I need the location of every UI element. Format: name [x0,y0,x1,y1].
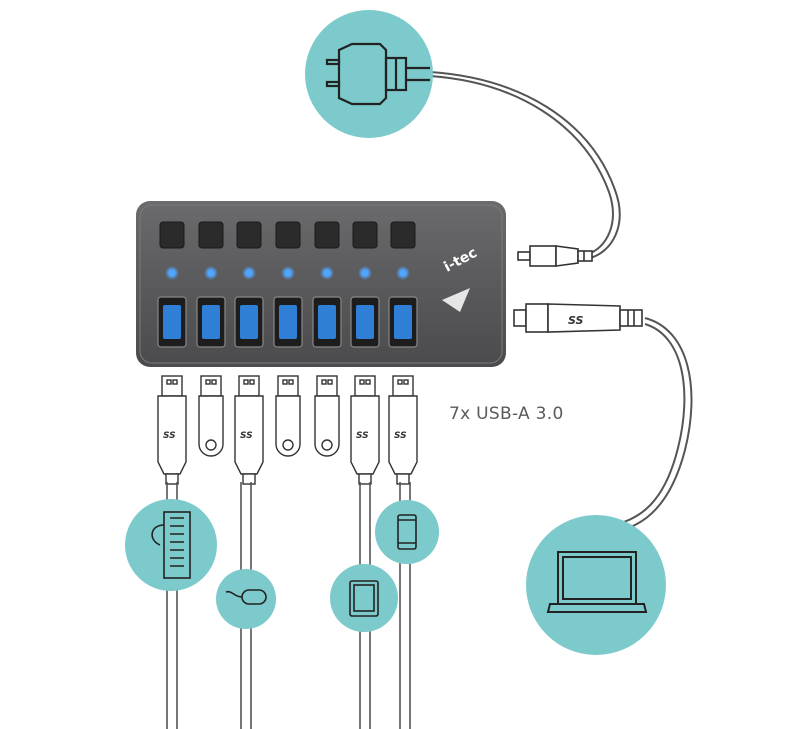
ss-logo-6: SS [356,431,369,441]
port-switch-button-2[interactable] [198,221,224,249]
i-tec-logo-swoosh [442,288,470,312]
port-count-caption: 7x USB-A 3.0 [449,404,564,424]
port-switch-buttons [159,221,416,249]
usb-a-plug-3: SS [234,375,264,485]
ss-logo-1: SS [163,431,176,441]
ss-logo-7: SS [394,431,407,441]
laptop-circle [526,515,666,655]
port-led-core-2 [208,270,214,276]
port-switch-button-1[interactable] [159,221,185,249]
usb-a-port-tongue-4 [279,305,297,339]
dust-cap-4 [275,375,301,457]
dust-cap-2 [198,375,224,457]
port-led-core-5 [324,270,330,276]
port-leds [165,266,410,280]
usb-a-port-tongue-5 [318,305,336,339]
port-led-core-4 [285,270,291,276]
phone-circle [375,500,439,564]
dust-cap-5 [314,375,340,457]
mouse-icon [225,589,267,605]
port-led-core-7 [400,270,406,276]
usb-a-port-tongue-7 [394,305,412,339]
usb-a-port-tongue-2 [202,305,220,339]
tablet-icon [349,580,379,617]
phone-icon [397,514,417,550]
usb-b-connector-icon [513,303,643,333]
usb-hub: i-tec [136,201,506,367]
port-led-core-1 [169,270,175,276]
keyboard-icon [151,511,191,579]
usb-a-plug-1: SS [157,375,187,485]
keyboard-circle [125,499,217,591]
port-switch-button-5[interactable] [314,221,340,249]
port-switch-button-4[interactable] [275,221,301,249]
port-led-core-6 [362,270,368,276]
port-switch-button-3[interactable] [236,221,262,249]
power-cable [429,71,621,259]
port-switch-button-6[interactable] [352,221,378,249]
power-plug-icon [325,42,430,106]
usb-b-ss-logo: SS [568,314,584,327]
usb-a-ports [157,296,418,348]
usb-a-port-tongue-3 [240,305,258,339]
dc-plug-icon [517,245,593,267]
usb-plugs: SS SS SS SS [157,375,418,485]
port-switch-button-7[interactable] [390,221,416,249]
usb-a-plug-6: SS [350,375,380,485]
power-plug-circle [305,10,433,138]
usb-a-plug-7: SS [388,375,418,485]
ss-logo-3: SS [240,431,253,441]
usb-a-port-tongue-6 [356,305,374,339]
usb-a-port-tongue-1 [163,305,181,339]
usb-b-cable [623,317,693,529]
mouse-circle [216,569,276,629]
tablet-circle [330,564,398,632]
port-led-core-3 [246,270,252,276]
laptop-icon [546,551,648,613]
